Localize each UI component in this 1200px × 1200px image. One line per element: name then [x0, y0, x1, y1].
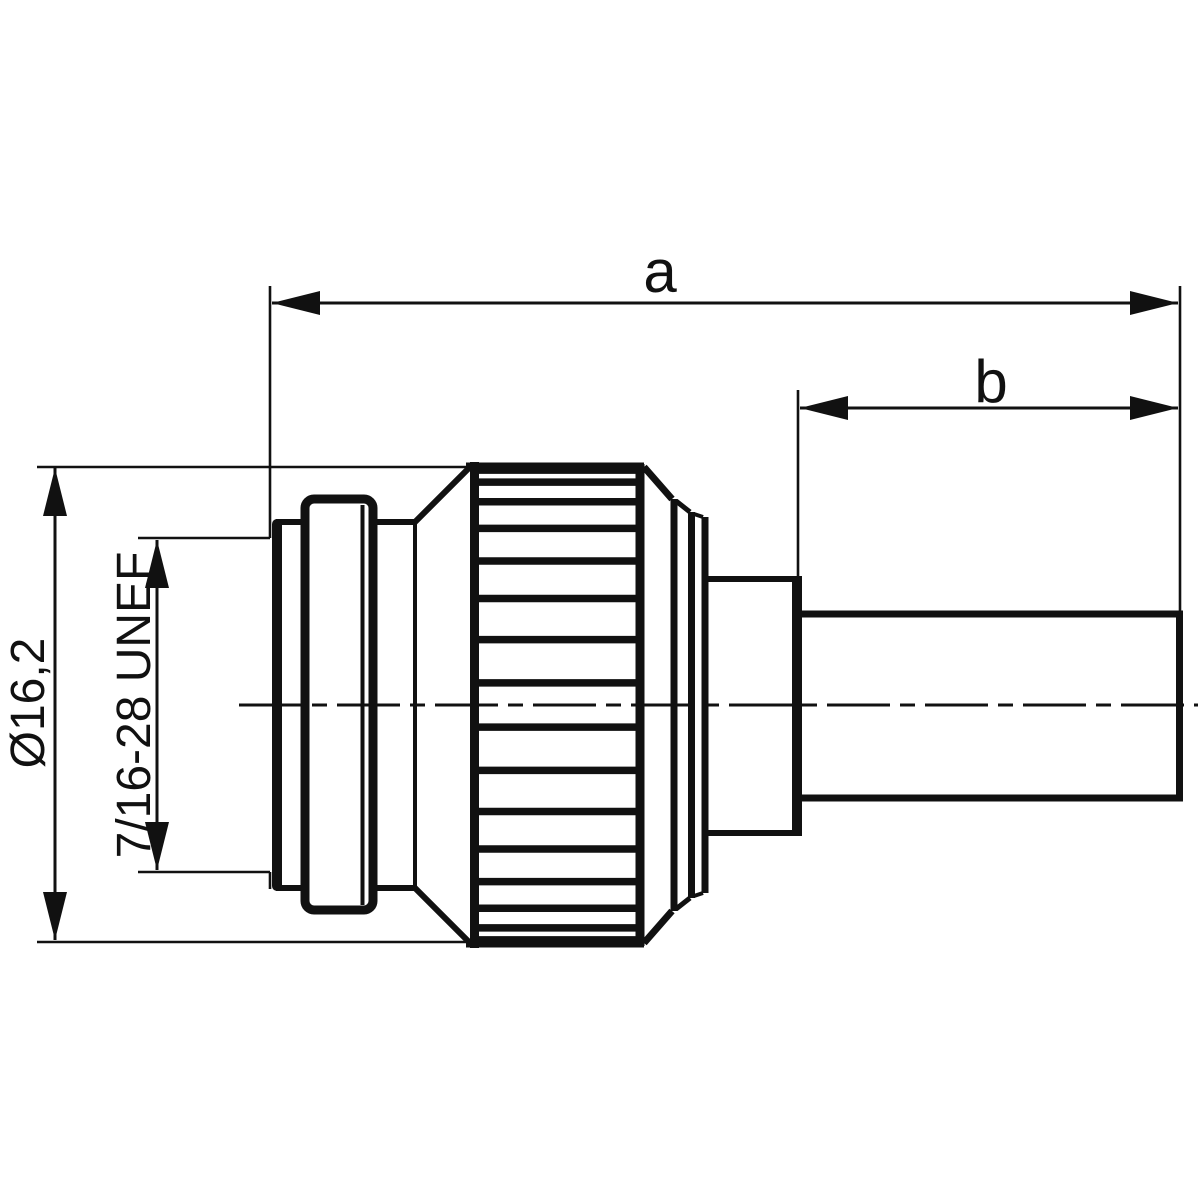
dim-a-arrow-left: [272, 291, 320, 315]
dia-arrow-top: [43, 468, 67, 516]
rear-chamfer-bottom: [641, 908, 675, 946]
dimension-a: a: [268, 238, 1182, 611]
rear-body: [706, 576, 802, 836]
thread-label: 7/16-28 UNEF: [108, 552, 161, 859]
dimension-b: b: [796, 348, 1178, 577]
dim-b-label: b: [974, 348, 1007, 415]
rear-step-top-1: [674, 499, 692, 514]
thread-arrow-bottom: [145, 822, 169, 870]
dim-a-arrow-right: [1130, 291, 1178, 315]
rear-step-bottom-2: [693, 891, 704, 898]
cone-top-slant: [411, 463, 474, 526]
rear-step-top-2: [693, 512, 704, 519]
dimension-diameter: Ø16,2: [2, 465, 468, 944]
dim-a-label: a: [643, 238, 677, 305]
dimension-thread: 7/16-28 UNEF: [108, 519, 272, 889]
rear-step-bottom-1: [674, 896, 692, 911]
diameter-label: Ø16,2: [2, 638, 55, 769]
dim-b-arrow-right: [1130, 396, 1178, 420]
thread-arrow-top: [145, 540, 169, 588]
knurl-lines: [478, 466, 637, 944]
dim-b-arrow-left: [800, 396, 848, 420]
cone-bottom-slant: [411, 884, 474, 947]
rear-chamfer-top: [641, 464, 675, 502]
connector-outline: [272, 462, 1183, 948]
dia-arrow-bottom: [43, 892, 67, 940]
